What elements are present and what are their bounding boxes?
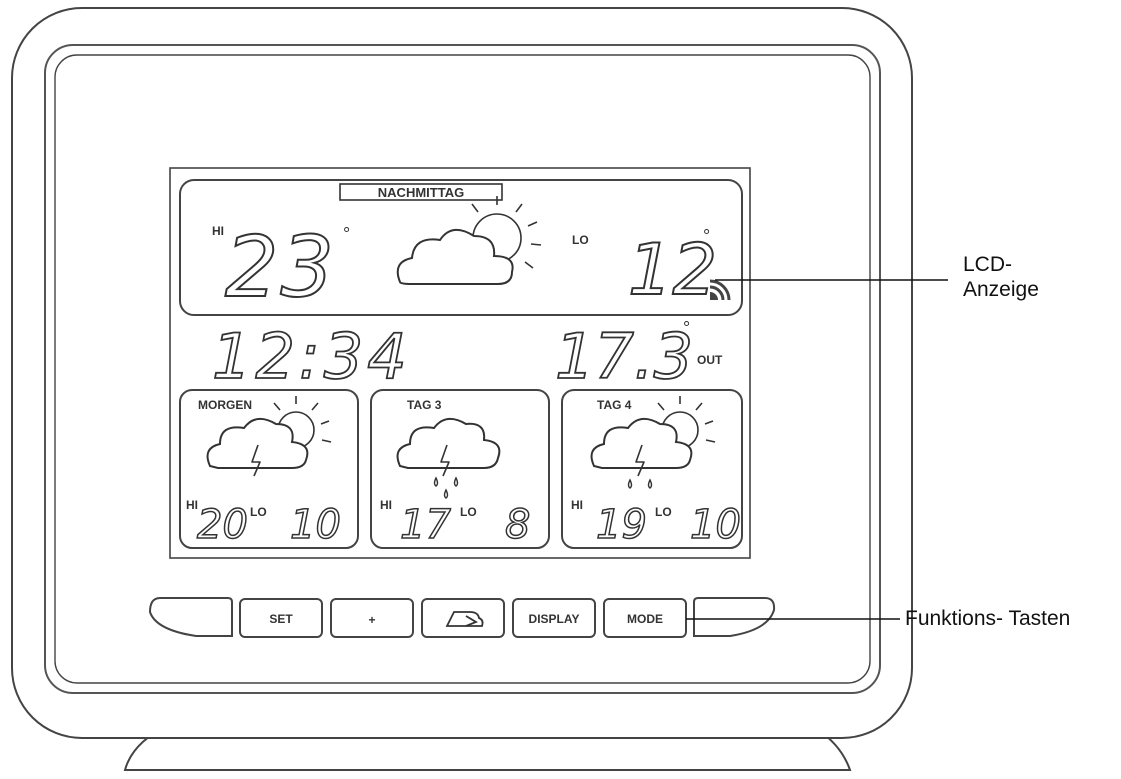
plus-button[interactable]: + — [330, 598, 414, 638]
today-hi-label: HI — [212, 224, 224, 238]
radio-signal-icon — [709, 279, 731, 301]
forecast-lo-label: LO — [250, 505, 267, 519]
svg-text:+: + — [368, 613, 375, 627]
sun-cloud-rain-icon — [590, 396, 716, 489]
forecast-box-1: MORGEN HI 20 LO 10 — [179, 389, 359, 549]
lcd-top-panel — [179, 179, 743, 316]
forecast-lo-label: LO — [655, 505, 672, 519]
lcd-callout-line1: LCD- — [963, 253, 1013, 276]
alarm-button[interactable] — [421, 598, 505, 638]
outdoor-label: OUT — [697, 353, 723, 367]
svg-text:DISPLAY: DISPLAY — [529, 612, 580, 626]
today-hi-degree: ° — [343, 224, 350, 244]
lcd-callout-label: LCD- Anzeige — [963, 252, 1039, 302]
forecast-lo-label: LO — [460, 505, 477, 519]
today-partly-cloudy-icon — [396, 196, 542, 285]
set-button[interactable]: SET — [239, 598, 323, 638]
svg-text:MODE: MODE — [627, 612, 663, 626]
outdoor-temperature: 17.3 — [555, 320, 693, 393]
forecast-box-2: TAG 3 HI 17 LO 8 — [370, 389, 550, 549]
forecast-box-3: TAG 4 HI 19 LO 10 — [561, 389, 743, 549]
forecast-hi-label: HI — [380, 498, 392, 512]
keys-callout-label: Funktions- Tasten — [905, 607, 1071, 630]
forecast-hi-value: 20 — [197, 502, 248, 548]
cloud-alarm-icon — [445, 611, 484, 627]
forecast-lo-value: 10 — [290, 502, 341, 548]
forecast-day-label: TAG 3 — [407, 398, 442, 412]
forecast-hi-label: HI — [186, 498, 198, 512]
forecast-day-label: MORGEN — [198, 398, 252, 412]
cloud-rain-icon — [396, 417, 501, 499]
left-side-button[interactable] — [148, 597, 233, 637]
forecast-lo-value: 10 — [690, 502, 741, 548]
display-button[interactable]: DISPLAY — [512, 598, 596, 638]
sun-cloud-rain-icon — [206, 396, 332, 477]
forecast-hi-label: HI — [571, 498, 583, 512]
today-lo-degree: ° — [703, 226, 710, 246]
forecast-hi-value: 19 — [596, 502, 647, 548]
outdoor-degree: ° — [683, 318, 690, 338]
today-lo-value: 12 — [628, 229, 717, 311]
clock-time: 12:34 — [212, 320, 411, 393]
forecast-hi-value: 17 — [400, 502, 451, 548]
today-hi-value: 23 — [225, 218, 336, 316]
lcd-callout-line2: Anzeige — [963, 278, 1039, 301]
forecast-lo-value: 8 — [505, 502, 530, 548]
period-label: NACHMITTAG — [378, 185, 464, 200]
svg-text:SET: SET — [269, 612, 293, 626]
mode-button[interactable]: MODE — [603, 598, 687, 638]
forecast-day-label: TAG 4 — [597, 398, 632, 412]
today-lo-label: LO — [572, 233, 589, 247]
period-label-box — [339, 183, 503, 201]
right-side-button[interactable] — [693, 597, 776, 637]
